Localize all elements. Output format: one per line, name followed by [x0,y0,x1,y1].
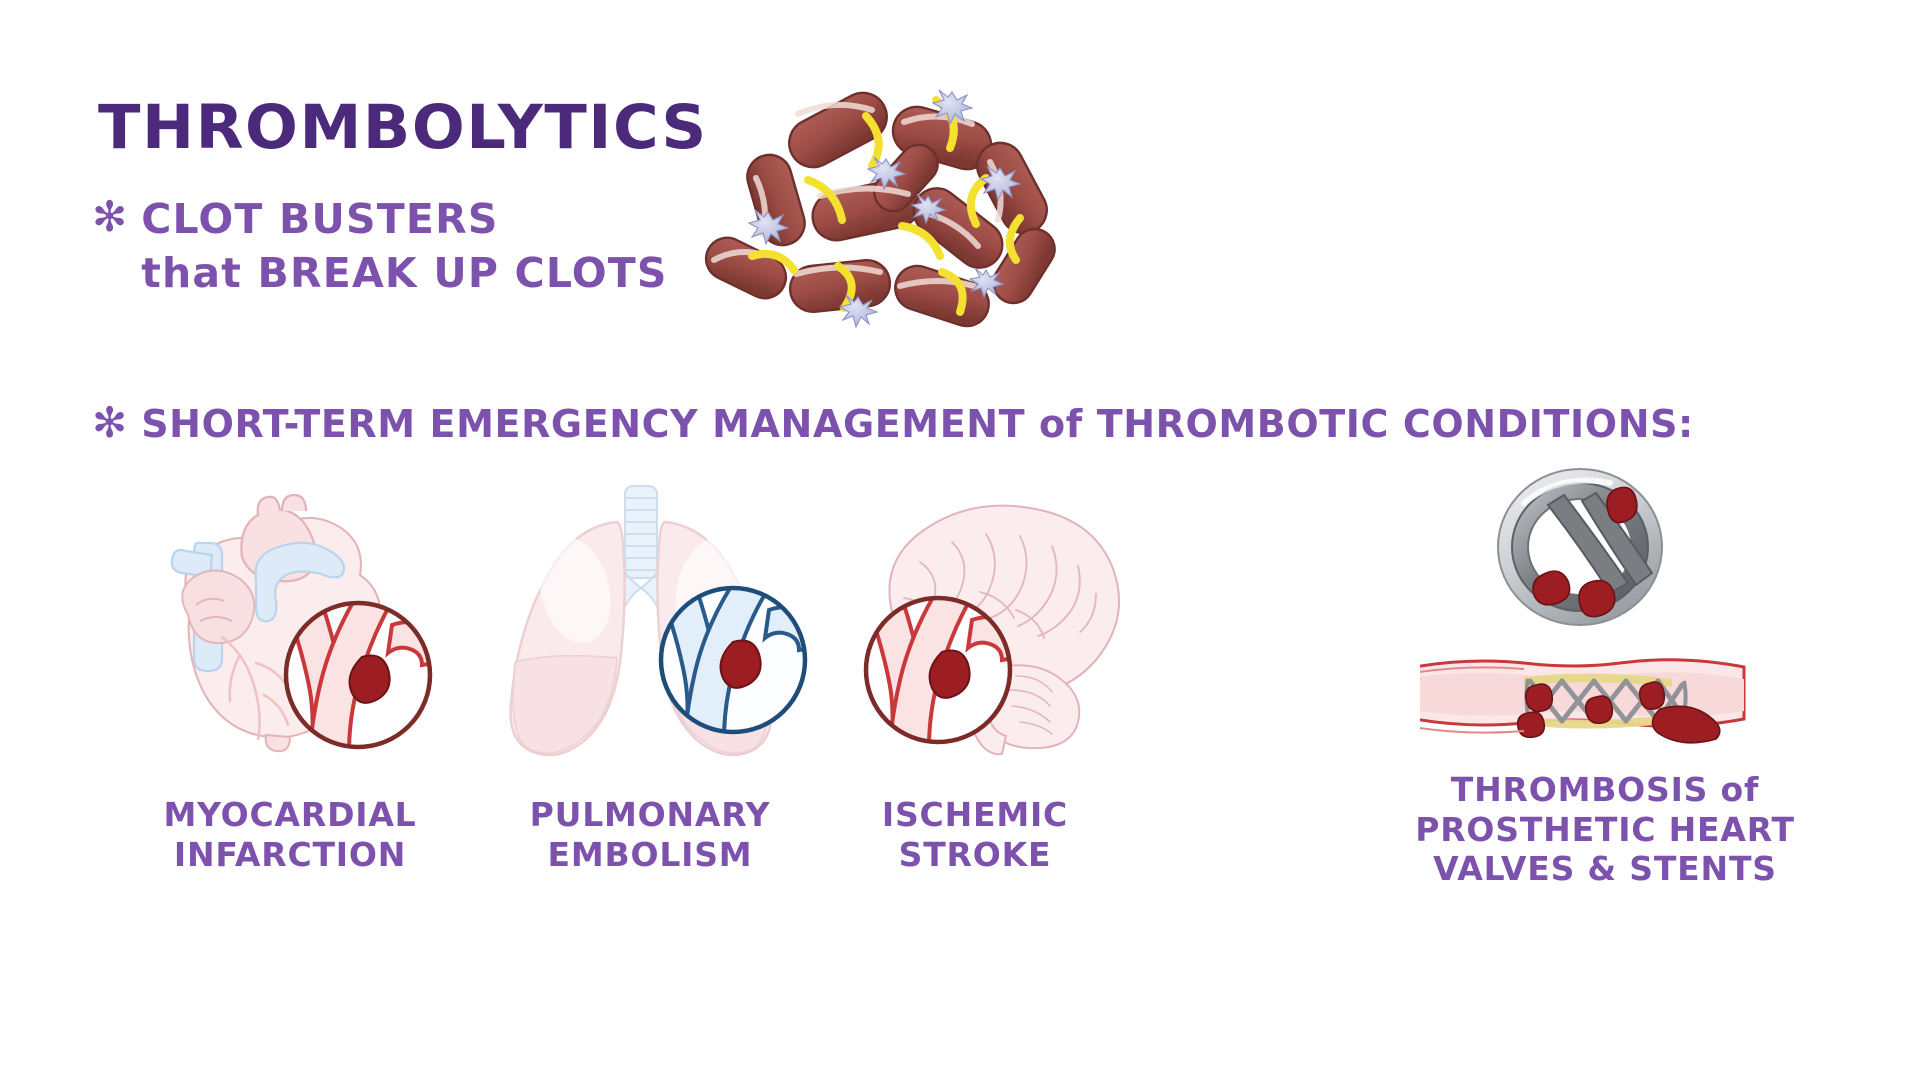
bullet2-lower: of [1039,402,1083,446]
page-title: THROMBOLYTICS [98,92,708,163]
vein-clot-inset [658,585,808,735]
caption-line: EMBOLISM [547,834,753,874]
brain-with-cerebral-thrombus-icon [820,480,1150,770]
caption-line: INFARCTION [173,834,407,874]
bullet-clot-busters-text: CLOT BUSTERS that BREAK UP CLOTS [141,195,668,298]
heart-with-coronary-thrombus-icon [130,485,450,765]
bullet-line-2-upper: BREAK UP CLOTS [242,248,668,297]
bullet-short-term-management: ✻ SHORT-TERM EMERGENCY MANAGEMENT of THR… [92,398,1694,447]
caption-line: ISCHEMIC [881,795,1069,834]
caption-myocardial-infarction: MYOCARDIAL INFARCTION [100,795,480,874]
artery-clot-inset-2 [863,595,1013,745]
bullet-line-1: CLOT BUSTERS [141,195,499,243]
lungs-with-pulmonary-embolus-icon [475,480,815,770]
prosthetic-valve-and-stent-icon [1402,465,1780,755]
caption-line: VALVES & STENTS [1433,849,1777,889]
caption-line: THROMBOSIS of [1395,770,1815,810]
caption-ischemic-stroke: ISCHEMIC STROKE [810,795,1140,874]
asterisk-bullet-icon-2: ✻ [92,398,128,447]
caption-upper: THROMBOSIS [1450,770,1721,809]
caption-line: PULMONARY [529,795,771,834]
bullet-line-2-lower: that [141,248,243,297]
bullet-line-2: that BREAK UP CLOTS [141,248,668,298]
caption-line: PROSTHETIC HEART [1415,809,1795,849]
caption-lower: of [1720,770,1760,809]
blood-clot-cluster-illustration [690,60,1080,330]
bullet2-post: THROMBOTIC CONDITIONS: [1082,402,1694,446]
stented-artery [1402,658,1746,744]
mechanical-valve [1497,468,1663,626]
caption-pulmonary-embolism: PULMONARY EMBOLISM [460,795,840,874]
bullet-clot-busters: ✻ CLOT BUSTERS that BREAK UP CLOTS [92,192,668,298]
artery-clot-inset [283,600,433,750]
caption-line: STROKE [898,834,1052,874]
bullet2-pre: SHORT-TERM EMERGENCY MANAGEMENT [141,402,1040,446]
bullet-short-term-text: SHORT-TERM EMERGENCY MANAGEMENT of THROM… [141,402,1694,446]
asterisk-bullet-icon: ✻ [92,192,128,241]
caption-line: MYOCARDIAL [163,795,417,834]
caption-prosthetic-valves-stents: THROMBOSIS of PROSTHETIC HEART VALVES & … [1395,770,1815,889]
